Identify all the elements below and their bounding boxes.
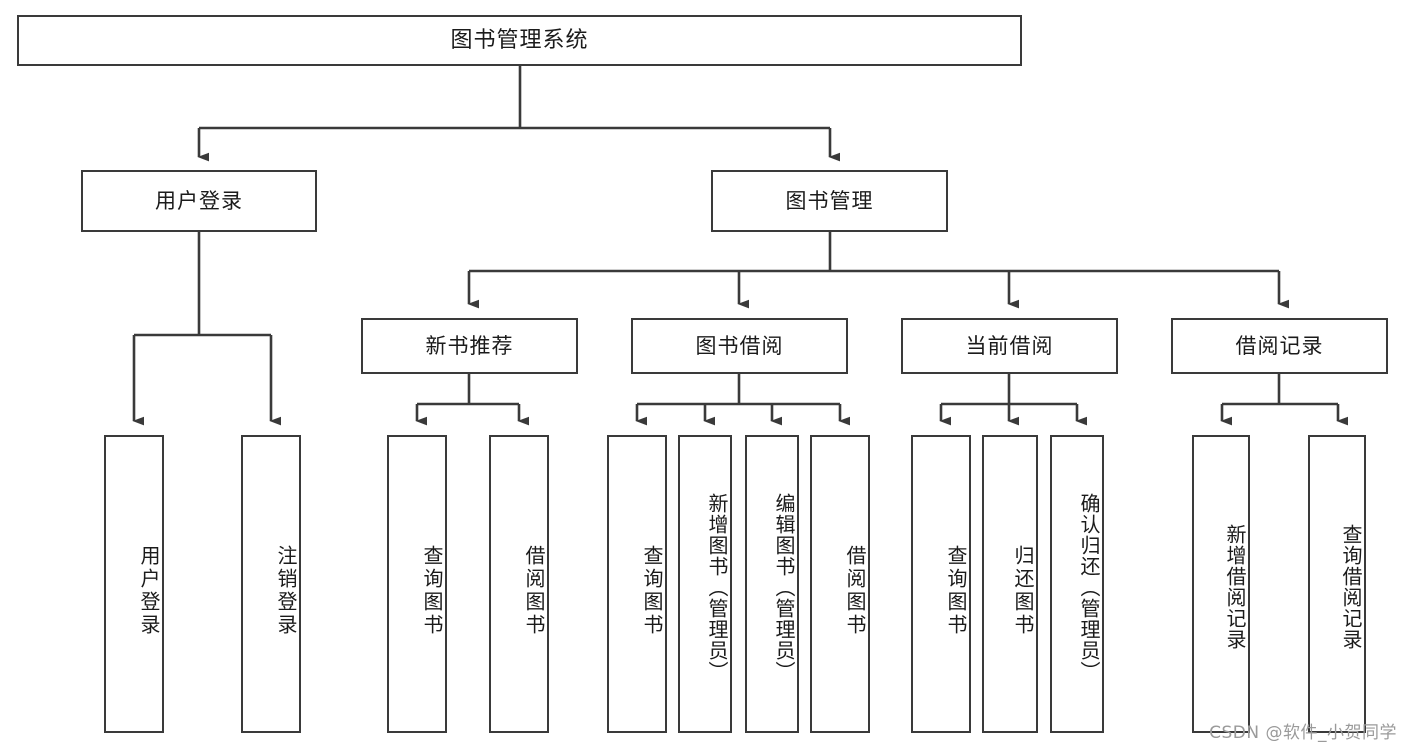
node-label: 注销登录 xyxy=(274,545,298,637)
node-label: 用户登录 xyxy=(137,545,161,637)
node-label: 查询图书 xyxy=(420,545,444,637)
node-book-management[interactable]: 图书管理 xyxy=(711,170,948,232)
leaf-add-book-admin[interactable]: 新增图书（管理员） xyxy=(678,435,732,733)
node-label: 查询借阅记录 xyxy=(1339,524,1363,650)
node-label: 新增借阅记录 xyxy=(1223,524,1247,650)
node-label: 新书推荐 xyxy=(425,333,514,358)
node-label: 借阅图书 xyxy=(522,545,546,637)
leaf-confirm-return-admin[interactable]: 确认归还（管理员） xyxy=(1050,435,1104,733)
leaf-logout[interactable]: 注销登录 xyxy=(241,435,301,733)
leaf-return-book[interactable]: 归还图书 xyxy=(982,435,1038,733)
leaf-borrow-book-recommend[interactable]: 借阅图书 xyxy=(489,435,549,733)
node-label: 图书借阅 xyxy=(695,333,784,358)
node-borrow-record[interactable]: 借阅记录 xyxy=(1171,318,1388,374)
node-label: 用户登录 xyxy=(155,188,243,213)
node-label: 查询图书 xyxy=(944,545,968,637)
node-label: 新增图书（管理员） xyxy=(705,492,729,682)
leaf-query-book-borrow[interactable]: 查询图书 xyxy=(607,435,667,733)
leaf-user-login[interactable]: 用户登录 xyxy=(104,435,164,733)
leaf-query-borrow-record[interactable]: 查询借阅记录 xyxy=(1308,435,1366,733)
node-new-book-recommend[interactable]: 新书推荐 xyxy=(361,318,578,374)
node-label: 编辑图书（管理员） xyxy=(772,492,796,682)
node-label: 借阅图书 xyxy=(843,545,867,637)
leaf-query-book-current[interactable]: 查询图书 xyxy=(911,435,971,733)
node-label: 查询图书 xyxy=(640,545,664,637)
leaf-edit-book-admin[interactable]: 编辑图书（管理员） xyxy=(745,435,799,733)
node-label: 图书管理 xyxy=(785,188,874,213)
node-root-system[interactable]: 图书管理系统 xyxy=(17,15,1022,66)
node-label: 确认归还（管理员） xyxy=(1077,492,1101,682)
node-label: 图书管理系统 xyxy=(450,27,589,53)
watermark-text: CSDN @软件_小贺同学 xyxy=(1209,723,1397,743)
node-book-borrow[interactable]: 图书借阅 xyxy=(631,318,848,374)
leaf-add-borrow-record[interactable]: 新增借阅记录 xyxy=(1192,435,1250,733)
node-label: 归还图书 xyxy=(1011,545,1035,637)
node-label: 借阅记录 xyxy=(1235,333,1324,358)
leaf-query-book-recommend[interactable]: 查询图书 xyxy=(387,435,447,733)
node-label: 当前借阅 xyxy=(965,333,1054,358)
leaf-borrow-book[interactable]: 借阅图书 xyxy=(810,435,870,733)
node-user-login[interactable]: 用户登录 xyxy=(81,170,317,232)
node-current-borrow[interactable]: 当前借阅 xyxy=(901,318,1118,374)
